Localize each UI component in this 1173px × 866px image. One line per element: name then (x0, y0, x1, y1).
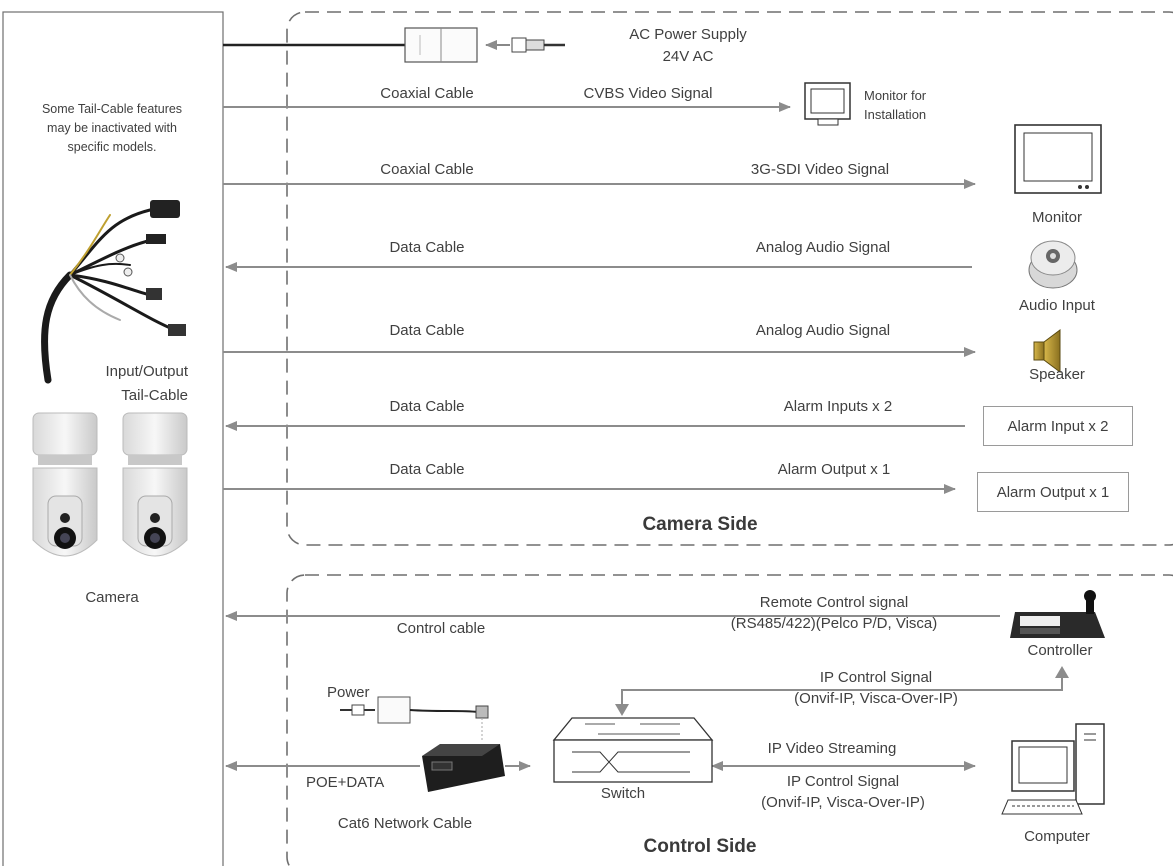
controller-label: Controller (1027, 642, 1093, 659)
tail-cable-line-2: Tail-Cable (121, 387, 188, 404)
remote-control-text: Remote Control signal (RS485/422)(Pelco … (731, 592, 937, 634)
row-1-signal: CVBS Video Signal (583, 85, 713, 102)
monitor-icon (1014, 124, 1102, 194)
power-supply-label: AC Power Supply 24V AC (629, 24, 747, 68)
streaming-control-signal: IP Control Signal (786, 773, 900, 790)
install-monitor-line-1: Monitor for (864, 88, 927, 103)
computer-icon (1001, 723, 1105, 815)
row-6-cable: Data Cable (389, 461, 465, 478)
streaming-control-protocols: (Onvif-IP, Visca-Over-IP) (761, 794, 925, 811)
control-side-title: Control Side (643, 836, 757, 857)
camera-icon-right (122, 412, 188, 557)
speaker-label: Speaker (1029, 366, 1085, 383)
remote-control-protocols: (RS485/422)(Pelco P/D, Visca) (730, 615, 938, 632)
poe-data-label: POE+DATA (306, 774, 385, 791)
ip-control-text: IP Control Signal (Onvif-IP, Visca-Over-… (794, 667, 958, 709)
row-2-cable: Coaxial Cable (380, 161, 474, 178)
install-monitor-line-2: Installation (864, 107, 927, 122)
row-4-cable: Data Cable (389, 322, 465, 339)
tail-cable-icon (40, 200, 186, 384)
tail-note-line-1: Some Tail-Cable features (41, 102, 183, 116)
camera-icon-left (32, 412, 98, 557)
camera-side-title: Camera Side (642, 514, 758, 535)
power-adapter-icon (404, 27, 565, 63)
install-monitor-icon (804, 82, 851, 126)
row-1-cable: Coaxial Cable (380, 85, 474, 102)
poe-injector-icon (422, 744, 505, 792)
row-5-signal: Alarm Inputs x 2 (783, 398, 893, 415)
ip-control-line (621, 668, 1063, 714)
monitor-label: Monitor (1031, 209, 1083, 226)
camera-label: Camera (85, 589, 139, 606)
control-cable-label: Control cable (396, 620, 486, 637)
row-5-cable: Data Cable (389, 398, 465, 415)
ip-control-protocols: (Onvif-IP, Visca-Over-IP) (794, 690, 958, 707)
install-monitor-label: Monitor for Installation (864, 86, 926, 124)
speaker-icon (1033, 329, 1061, 373)
camera-panel (2, 11, 224, 866)
tail-cable-note: Some Tail-Cable features may be inactiva… (12, 100, 212, 157)
row-2-signal: 3G-SDI Video Signal (750, 161, 890, 178)
row-4-signal: Analog Audio Signal (755, 322, 891, 339)
power-supply-voltage: 24V AC (662, 48, 714, 65)
poe-power-icon (340, 696, 489, 740)
audio-input-label: Audio Input (1019, 297, 1095, 314)
streaming-control-text: IP Control Signal (Onvif-IP, Visca-Over-… (761, 771, 925, 813)
switch-label: Switch (600, 785, 646, 802)
alarm-input-box: Alarm Input x 2 (983, 406, 1133, 446)
network-cable-label: Cat6 Network Cable (337, 815, 473, 832)
audio-input-icon (1028, 240, 1078, 289)
control-side-box (286, 574, 1173, 866)
alarm-output-box: Alarm Output x 1 (977, 472, 1129, 512)
row-6-signal: Alarm Output x 1 (777, 461, 891, 478)
camera-side-box (286, 11, 1173, 546)
tail-note-line-3: specific models. (67, 140, 157, 154)
streaming-label: IP Video Streaming (767, 740, 897, 757)
ip-control-signal: IP Control Signal (819, 669, 933, 686)
controller-icon (1010, 590, 1105, 638)
tail-cable-line-1: Input/Output (105, 363, 188, 380)
row-3-signal: Analog Audio Signal (755, 239, 891, 256)
row-3-cable: Data Cable (389, 239, 465, 256)
switch-icon (552, 717, 714, 783)
tail-note-line-2: may be inactivated with (47, 121, 177, 135)
power-label: Power (327, 684, 370, 701)
power-supply-title: AC Power Supply (629, 26, 747, 43)
remote-control-signal: Remote Control signal (759, 594, 909, 611)
tail-cable-label: Input/Output Tail-Cable (88, 360, 188, 408)
computer-label: Computer (1024, 828, 1090, 845)
